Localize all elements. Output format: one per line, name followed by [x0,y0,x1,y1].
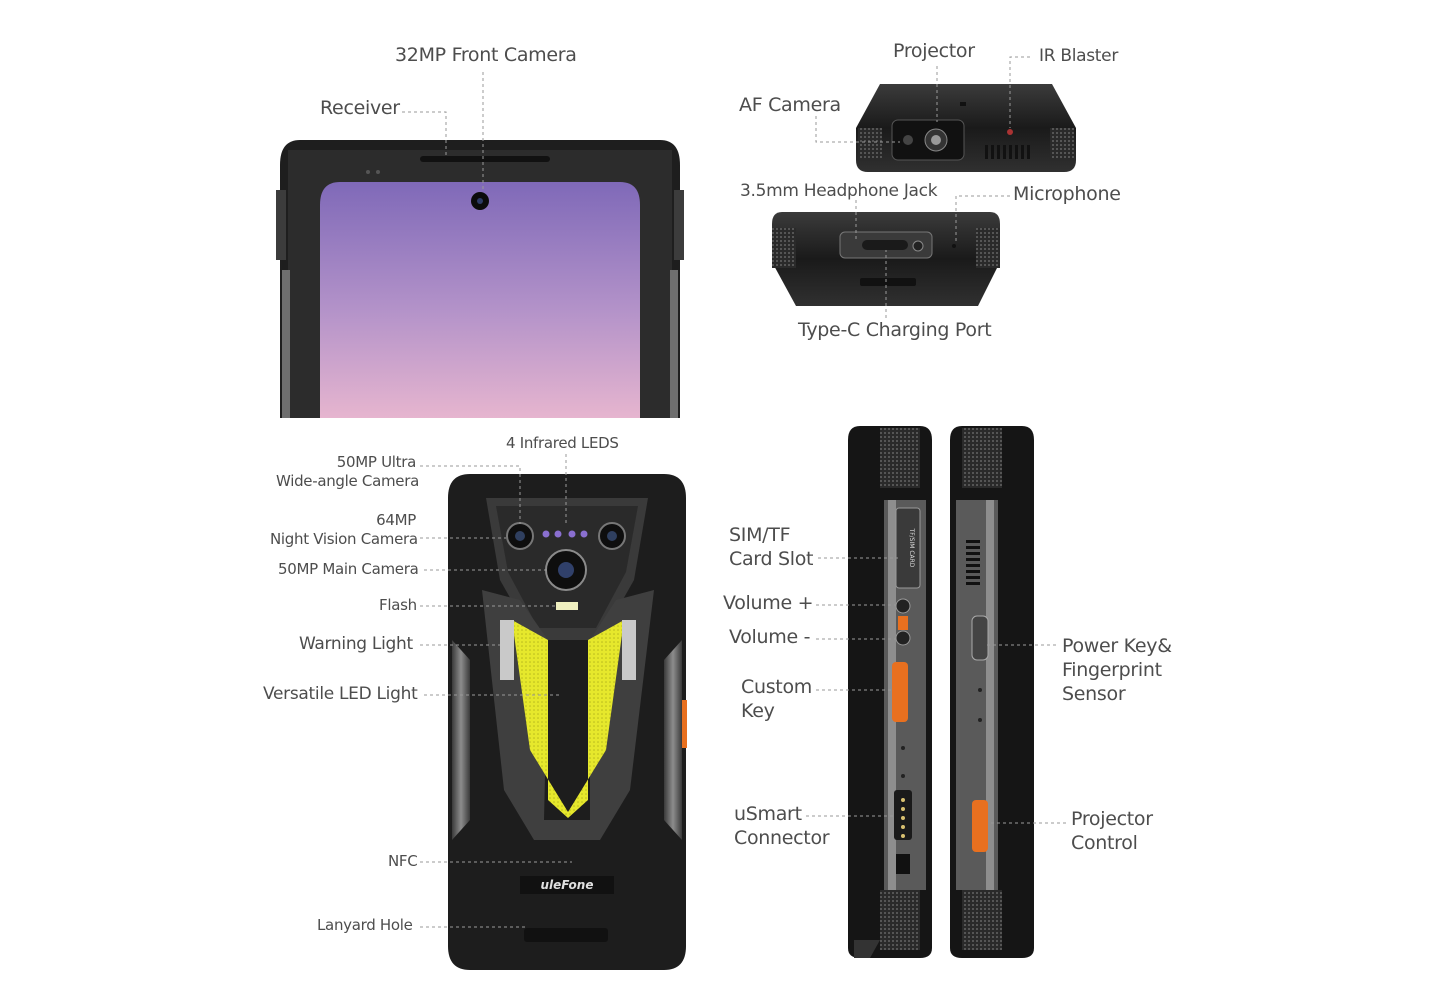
front-phone [276,140,684,418]
label-custom-key: Custom Key [741,676,812,722]
label-usmart: uSmart Connector [734,803,830,849]
label-infrared-leds: 4 Infrared LEDS [506,434,619,452]
label-headphone-jack: 3.5mm Headphone Jack [740,181,938,201]
label-microphone: Microphone [1013,183,1121,205]
brand-logo: uleFone [541,878,594,892]
label-sim-slot: SIM/TF Card Slot [729,524,814,570]
right-side-phone [950,426,1034,958]
led-light-panel [512,620,624,818]
label-nfc: NFC [388,852,418,870]
label-front-camera: 32MP Front Camera [395,44,577,66]
front-screen [320,182,640,418]
back-phone: uleFone [448,474,687,970]
label-type-c: Type-C Charging Port [798,319,992,341]
label-flash: Flash [379,596,417,614]
svg-text:TF/SIM CARD: TF/SIM CARD [908,528,915,568]
label-volume-up: Volume + [723,592,814,614]
leader-lines [402,56,1066,928]
bottom-edge-view [772,212,1000,306]
label-volume-down: Volume - [729,626,811,648]
left-side-phone: TF/SIM CARD [848,426,932,958]
top-edge-view [856,84,1076,172]
label-af-camera: AF Camera [739,94,841,116]
label-warning-light: Warning Light [299,634,413,654]
label-power-key: Power Key& Fingerprint Sensor [1062,635,1172,705]
label-main-camera: 50MP Main Camera [278,560,419,578]
label-ir-blaster: IR Blaster [1039,46,1119,66]
label-ultra-wide: 50MP Ultra Wide-angle Camera [276,453,419,490]
label-lanyard: Lanyard Hole [317,916,413,934]
label-projector: Projector [893,40,975,62]
label-night-vision: 64MP Night Vision Camera [270,511,418,548]
label-projector-control: Projector Control [1071,808,1153,854]
label-led-light: Versatile LED Light [263,684,418,704]
label-receiver: Receiver [320,97,400,119]
